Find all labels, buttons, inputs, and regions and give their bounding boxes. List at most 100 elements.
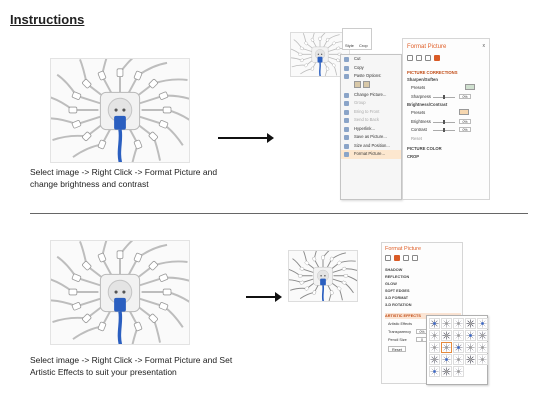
context-menu-item[interactable]: Hyperlink...: [341, 125, 401, 134]
artistic-effect-thumbnail[interactable]: [441, 330, 452, 341]
bc-presets-label: Presets: [411, 110, 426, 115]
context-menu-item[interactable]: Paste Options:: [341, 72, 401, 81]
effect-preview-icon: [478, 343, 487, 352]
context-menu-item[interactable]: Send to Back: [341, 116, 401, 125]
pane2-section[interactable]: 3-D FORMAT: [385, 296, 409, 300]
section-artistic-effects[interactable]: ARTISTIC EFFECTS: [385, 313, 461, 319]
effect-preview-icon: [442, 319, 451, 328]
context-menu-item-label: Send to Back: [354, 117, 379, 122]
page-title: Instructions: [10, 12, 85, 27]
artistic-effect-thumbnail[interactable]: [477, 354, 488, 365]
context-menu-item[interactable]: Bring to Front: [341, 108, 401, 117]
transparency-label: Transparency: [388, 330, 412, 334]
context-menu-item[interactable]: Save as Picture...: [341, 133, 401, 142]
effects-tab-icon[interactable]: [394, 255, 400, 261]
artistic-effect-thumbnail[interactable]: [453, 330, 464, 341]
menu-item-icon: [344, 152, 349, 157]
step2-caption: Select image -> Right Click -> Format Pi…: [30, 355, 233, 377]
artistic-effect-thumbnail[interactable]: [465, 330, 476, 341]
picture-tab-icon[interactable]: [412, 255, 418, 261]
contrast-slider-knob[interactable]: [443, 128, 445, 132]
context-menu-item[interactable]: Size and Position...: [341, 142, 401, 151]
artistic-effect-thumbnail[interactable]: [453, 366, 464, 377]
effect-preview-icon: [478, 355, 487, 364]
artistic-effect-thumbnail[interactable]: [465, 318, 476, 329]
sharpness-value[interactable]: 0%: [459, 94, 471, 99]
menu-item-icon: [344, 57, 349, 62]
sharpen-presets-dropdown[interactable]: [465, 84, 475, 90]
reset-button-2[interactable]: Reset: [388, 346, 406, 352]
socket-illustration-1: [51, 59, 189, 162]
contrast-value[interactable]: 0%: [459, 127, 471, 132]
context-menu-item[interactable]: Format Picture...: [341, 150, 401, 159]
artistic-effect-thumbnail[interactable]: [429, 330, 440, 341]
pane2-section[interactable]: SHADOW: [385, 268, 403, 272]
brightness-value[interactable]: 0%: [459, 119, 471, 124]
pane2-section[interactable]: REFLECTION: [385, 275, 410, 279]
pane2-section[interactable]: GLOW: [385, 282, 397, 286]
socket-illustration-2: [51, 241, 189, 344]
bc-presets-dropdown[interactable]: [459, 109, 469, 115]
menu-item-icon: [344, 135, 349, 140]
socket-photo-1[interactable]: [50, 58, 190, 163]
context-menu-item[interactable]: Change Picture...: [341, 91, 401, 100]
paste-keep-icon[interactable]: [354, 80, 361, 88]
artistic-effect-thumbnail[interactable]: [477, 318, 488, 329]
pane2-section[interactable]: SOFT EDGES: [385, 289, 410, 293]
menu-item-icon: [344, 65, 349, 71]
effect-preview-icon: [442, 355, 451, 364]
artistic-effect-thumbnail[interactable]: [441, 354, 452, 365]
fill-line-tab-icon[interactable]: [407, 55, 413, 61]
artistic-effect-thumbnail[interactable]: [465, 354, 476, 365]
context-menu-item-label: Format Picture...: [354, 151, 385, 156]
artistic-effect-thumbnail[interactable]: [441, 318, 452, 329]
picture-tab-icon[interactable]: [434, 55, 440, 61]
artistic-effects-label: Artistic Effects: [388, 322, 412, 326]
mini-socket-photo-2[interactable]: [288, 250, 358, 302]
effect-preview-icon: [478, 331, 487, 340]
socket-photo-2[interactable]: [50, 240, 190, 345]
artistic-effect-thumbnail[interactable]: [429, 342, 440, 353]
mini-toolbar: Style Crop: [342, 28, 372, 50]
context-menu-item[interactable]: Group: [341, 99, 401, 108]
sharpness-slider-knob[interactable]: [443, 95, 445, 99]
pane2-section[interactable]: 3-D ROTATION: [385, 303, 412, 307]
menu-item-icon: [344, 118, 349, 123]
section-picture-color[interactable]: PICTURE COLOR: [407, 146, 442, 151]
brightness-label: Brightness: [411, 119, 431, 124]
artistic-effect-thumbnail[interactable]: [441, 342, 452, 353]
artistic-effect-thumbnail[interactable]: [429, 318, 440, 329]
effect-preview-icon: [466, 319, 475, 328]
artistic-effect-thumbnail[interactable]: [429, 354, 440, 365]
effect-preview-icon: [454, 367, 463, 376]
effects-tab-icon[interactable]: [416, 55, 422, 61]
fill-line-tab-icon[interactable]: [385, 255, 391, 261]
effect-preview-icon: [442, 367, 451, 376]
section-picture-corrections[interactable]: PICTURE CORRECTIONS: [407, 70, 458, 75]
artistic-effects-gallery: [426, 315, 488, 385]
artistic-effect-thumbnail[interactable]: [453, 342, 464, 353]
crop-button[interactable]: Crop: [359, 43, 368, 48]
style-button[interactable]: Style: [345, 43, 354, 48]
reset-button[interactable]: Reset: [411, 136, 422, 141]
section-crop[interactable]: CROP: [407, 154, 420, 159]
arrow-1: [218, 133, 274, 143]
paste-options-row[interactable]: [341, 80, 401, 91]
artistic-effect-thumbnail[interactable]: [453, 318, 464, 329]
size-tab-icon[interactable]: [425, 55, 431, 61]
artistic-effect-thumbnail[interactable]: [429, 366, 440, 377]
effect-preview-icon: [466, 355, 475, 364]
artistic-effect-thumbnail[interactable]: [477, 342, 488, 353]
paste-picture-icon[interactable]: [363, 80, 370, 88]
format-picture-pane: Format Picture x PICTURE CORRECTIONS Sha…: [402, 38, 490, 200]
size-tab-icon[interactable]: [403, 255, 409, 261]
artistic-effect-thumbnail[interactable]: [477, 330, 488, 341]
effect-preview-icon: [454, 331, 463, 340]
brightness-slider-knob[interactable]: [443, 120, 445, 124]
artistic-effect-thumbnail[interactable]: [441, 366, 452, 377]
context-menu-item[interactable]: Cut: [341, 55, 401, 64]
artistic-effect-thumbnail[interactable]: [453, 354, 464, 365]
close-icon[interactable]: x: [482, 43, 486, 49]
artistic-effect-thumbnail[interactable]: [465, 342, 476, 353]
context-menu-item[interactable]: Copy: [341, 64, 401, 73]
